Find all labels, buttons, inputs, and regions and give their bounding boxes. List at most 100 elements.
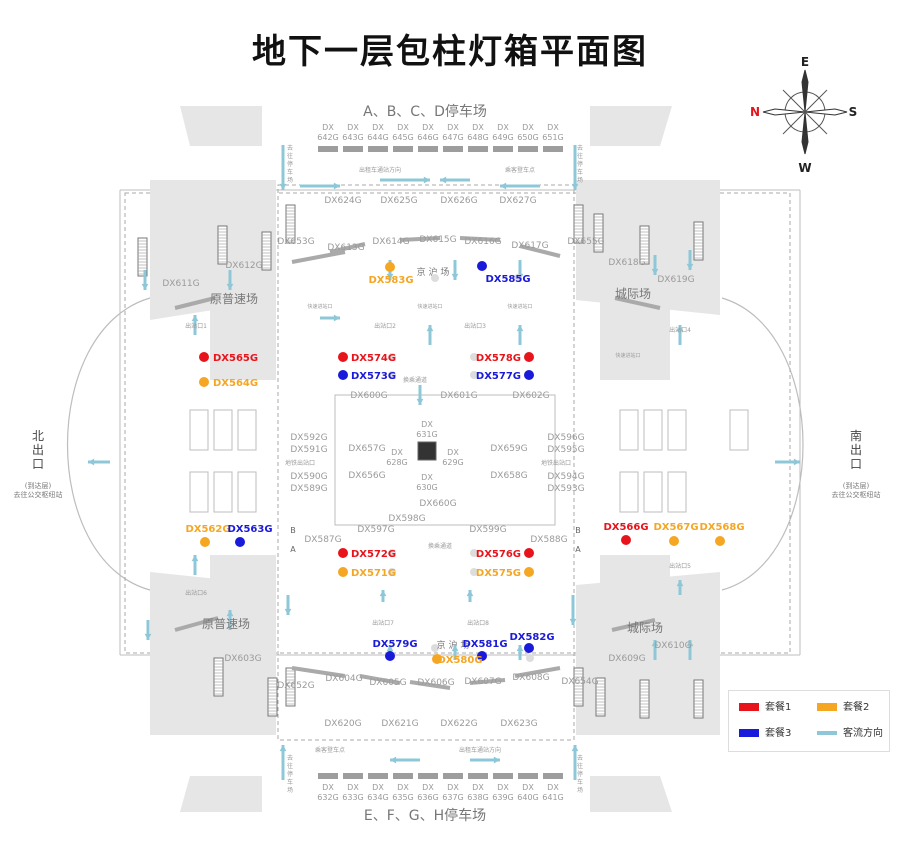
fast-gate: 快速进站口 xyxy=(417,303,442,310)
compass-n-label: N xyxy=(750,105,760,119)
package-label-red: DX576G xyxy=(476,549,521,560)
bottom-row-label: DX xyxy=(447,783,459,792)
legend-swatch-orange xyxy=(817,703,837,711)
compass-needle xyxy=(804,108,848,116)
flow-arrow-head xyxy=(144,633,152,640)
north-exit-label: 北 xyxy=(32,429,44,443)
center-label: 628G xyxy=(386,458,407,467)
parking-bar xyxy=(493,773,513,779)
bottom-row-label: DX xyxy=(322,783,334,792)
package-label-orange: DX562G xyxy=(185,524,230,535)
exit-label: 出站口7 xyxy=(372,619,394,627)
gray-dx-label: DX592G xyxy=(290,433,327,443)
goto-parking: 往 xyxy=(287,152,293,160)
gray-dx-label: DX609G xyxy=(608,654,645,664)
marker-a: A xyxy=(575,545,581,554)
package-dot-blue xyxy=(385,651,395,661)
area-chengji-bottom: 城际场 xyxy=(627,621,663,635)
gray-dx-label: DX613G xyxy=(327,243,364,253)
parking-bar xyxy=(418,773,438,779)
north-exit-sub: (到达层) xyxy=(25,481,52,490)
platform-bar xyxy=(174,296,216,310)
bottom-row-label: 633G xyxy=(342,793,363,802)
legend-pkg3-label: 套餐3 xyxy=(765,728,792,739)
gray-dx-label: DX588G xyxy=(530,535,567,545)
flow-arrow-head xyxy=(226,610,234,617)
top-row-label: DX xyxy=(547,123,559,132)
hall-sw xyxy=(150,572,276,735)
gray-dx-label: DX619G xyxy=(657,275,694,285)
package-dot-blue xyxy=(235,537,245,547)
top-row-label: 650G xyxy=(517,133,538,142)
compass-diag xyxy=(804,89,828,113)
flow-arrow-head xyxy=(651,640,659,647)
package-dot-red xyxy=(338,548,348,558)
parking-bar xyxy=(393,773,413,779)
bottom-row-label: DX xyxy=(547,783,559,792)
top-row-label: 642G xyxy=(317,133,338,142)
stairs xyxy=(639,225,650,265)
top-row-label: DX xyxy=(522,123,534,132)
flow-arrow-head xyxy=(493,756,500,764)
parking-bar xyxy=(418,146,438,152)
gray-dx-label: DX607G xyxy=(464,677,501,687)
flow-arrow-head xyxy=(191,555,199,562)
compass-e-label: E xyxy=(801,55,809,69)
legend-pkg1: 套餐1 xyxy=(739,701,791,715)
top-row-label: 644G xyxy=(367,133,388,142)
gray-dx-label: DX658G xyxy=(490,471,527,481)
parking-bar xyxy=(518,773,538,779)
gray-dx-label: DX616G xyxy=(464,237,501,247)
center-label: 630G xyxy=(416,483,437,492)
pickup-top: 乘客登车点 xyxy=(505,166,535,174)
package-label-blue: DX581G xyxy=(462,639,507,650)
dashed-frame-outer xyxy=(124,192,791,654)
goto-parking: 场 xyxy=(577,786,583,794)
gray-dx-label: DX659G xyxy=(490,444,527,454)
gray-dx-label: DX654G xyxy=(561,677,598,687)
north-exit-label: 出 xyxy=(32,443,44,457)
room-box xyxy=(667,409,687,451)
package-label-orange: DX567G xyxy=(653,522,698,533)
top-row-label: DX xyxy=(397,123,409,132)
stairs xyxy=(137,237,148,277)
parking-bar xyxy=(343,773,363,779)
north-arc xyxy=(66,297,151,591)
parking-bottom-label: E、F、G、H停车场 xyxy=(364,807,486,824)
gray-dx-label: DX614G xyxy=(372,237,409,247)
platform-bar xyxy=(514,666,561,678)
legend-pkg2: 套餐2 xyxy=(817,701,869,715)
gray-dx-label: DX621G xyxy=(381,719,418,729)
package-label-blue: DX582G xyxy=(509,632,554,643)
center-column xyxy=(417,441,437,461)
goto-parking: 车 xyxy=(287,168,293,176)
legend-flow: 客流方向 xyxy=(817,727,883,741)
area-jinghu-top: 京 沪 场 xyxy=(417,266,450,278)
room-box xyxy=(667,471,687,513)
gray-dx-label: DX660G xyxy=(419,499,456,509)
platform-bar xyxy=(519,244,561,258)
gray-dx-label: DX610G xyxy=(654,641,691,651)
gray-dx-label: DX605G xyxy=(369,678,406,688)
gray-dx-label: DX591G xyxy=(290,445,327,455)
center-label: DX xyxy=(447,448,459,457)
package-dot-orange xyxy=(524,567,534,577)
gray-dx-label: DX601G xyxy=(440,391,477,401)
center-label: DX xyxy=(391,448,403,457)
legend: 套餐1 套餐2 套餐3 客流方向 xyxy=(728,690,890,752)
bottom-row-label: 639G xyxy=(492,793,513,802)
gray-dx-label: DX623G xyxy=(500,719,537,729)
top-row-label: DX xyxy=(447,123,459,132)
stairs xyxy=(267,677,278,717)
hall-nw xyxy=(150,180,276,320)
bottom-right-block xyxy=(590,776,672,812)
goto-parking: 去 xyxy=(287,754,293,762)
room-box xyxy=(189,471,209,513)
package-label-blue: DX563G xyxy=(227,524,272,535)
goto-parking: 停 xyxy=(577,160,583,168)
legend-pkg2-label: 套餐2 xyxy=(843,702,870,713)
parking-bar xyxy=(493,146,513,152)
parking-bar xyxy=(468,773,488,779)
room-box xyxy=(189,409,209,451)
